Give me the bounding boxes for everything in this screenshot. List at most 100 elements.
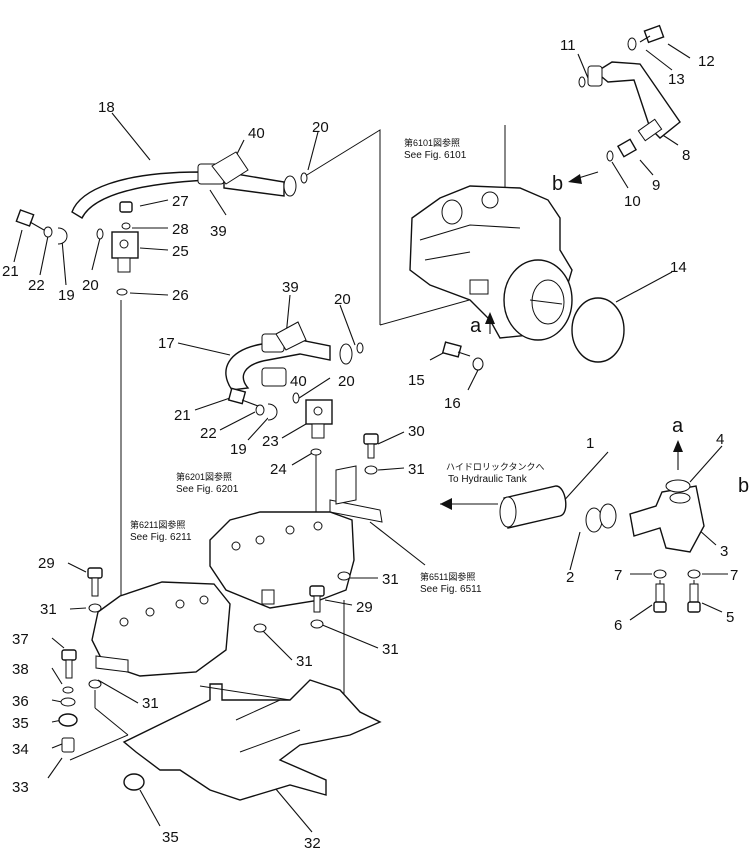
bolt-21-top (15, 209, 45, 231)
callout-4: 4 (716, 431, 724, 448)
callout-32: 32 (304, 835, 321, 850)
callout-31-left: 31 (40, 601, 57, 618)
callout-40-top: 40 (248, 125, 265, 142)
letter-a-pump: a (470, 315, 482, 337)
callout-6: 6 (614, 617, 622, 634)
callout-31-left-low: 31 (142, 695, 159, 712)
o-ring-24 (310, 448, 322, 456)
hose-clamp-2 (585, 503, 617, 533)
callout-20-left: 20 (82, 277, 99, 294)
collar-34 (61, 737, 75, 753)
ref-6211: See Fig. 6211 (130, 532, 192, 543)
bolt-15 (441, 341, 471, 358)
callout-29-left: 29 (38, 555, 55, 572)
callout-25: 25 (172, 243, 189, 260)
callout-7-right: 7 (730, 567, 738, 584)
washer-7-right (687, 569, 701, 579)
callout-10: 10 (624, 193, 641, 210)
label-40-tag (211, 151, 249, 185)
washer-38 (62, 686, 74, 694)
callout-7-left: 7 (614, 567, 622, 584)
callout-8: 8 (682, 147, 690, 164)
o-ring-20-mid (356, 342, 364, 354)
callout-14: 14 (670, 259, 687, 276)
o-ring-20-left (96, 228, 104, 240)
control-valve-6211 (91, 581, 231, 677)
o-ring-26 (116, 288, 128, 296)
callout-16: 16 (444, 395, 461, 412)
callout-31-bracket: 31 (408, 461, 425, 478)
callout-39-top: 39 (210, 223, 227, 240)
letter-b-right: b (738, 475, 749, 497)
callout-1: 1 (586, 435, 594, 452)
o-ring-20-top (300, 172, 308, 184)
o-ring-4 (665, 479, 691, 493)
callout-33: 33 (12, 779, 29, 796)
callout-34: 34 (12, 741, 29, 758)
callout-5: 5 (726, 609, 734, 626)
callout-15: 15 (408, 372, 425, 389)
ref-6101-jp: 第6101図参照 (404, 137, 460, 148)
bolt-29-left (87, 567, 103, 597)
callout-21-mid: 21 (174, 407, 191, 424)
washer-31-left-low (88, 679, 102, 689)
ref-6511: See Fig. 6511 (420, 584, 482, 595)
elbow-9 (616, 138, 638, 158)
callout-3: 3 (720, 543, 728, 560)
callout-17: 17 (158, 335, 175, 352)
callout-24: 24 (270, 461, 287, 478)
callout-18: 18 (98, 99, 115, 116)
tank-label-jp: ハイドロリックタンクへ (446, 462, 544, 472)
washer-31-left (88, 603, 102, 613)
pipe-8 (587, 61, 681, 142)
arrow-b-pump-head (568, 174, 582, 184)
callout-27: 27 (172, 193, 189, 210)
ref-6201: See Fig. 6201 (176, 484, 239, 495)
washer-31-under (253, 623, 267, 633)
callout-29-center: 29 (356, 599, 373, 616)
direction-letters: a a b b (470, 173, 749, 497)
hose-1 (499, 485, 567, 529)
o-ring-20-lower (292, 392, 300, 404)
callout-40-mid: 40 (290, 373, 307, 390)
bolt-5 (687, 583, 701, 613)
callout-20-top: 20 (312, 119, 329, 136)
ref-6201-jp: 第6201図参照 (176, 471, 232, 482)
frame-32 (122, 679, 382, 801)
callout-12: 12 (698, 53, 715, 70)
o-ring-11 (578, 76, 586, 88)
elbow-3 (629, 485, 705, 553)
washer-22-mid (255, 404, 265, 416)
o-ring-14 (571, 297, 625, 363)
clamp-19-mid (267, 403, 278, 421)
bolt-37 (61, 649, 77, 679)
callout-22-top: 22 (28, 277, 45, 294)
letter-a-top: a (672, 415, 684, 437)
ref-6211-jp: 第6211図参照 (130, 519, 185, 530)
arrow-a-pump-head (485, 312, 495, 324)
washer-28 (121, 222, 131, 230)
callout-36: 36 (12, 693, 29, 710)
washer-31-bracket (364, 465, 378, 475)
callout-31-under: 31 (296, 653, 313, 670)
label-40-tag-lower (275, 321, 307, 351)
callout-19-top: 19 (58, 287, 75, 304)
letter-b-pump: b (552, 173, 563, 195)
callout-28: 28 (172, 221, 189, 238)
callout-26: 26 (172, 287, 189, 304)
cushion-35-bottom (123, 773, 145, 791)
callout-13: 13 (668, 71, 685, 88)
ref-6101: See Fig. 6101 (404, 150, 467, 161)
arrow-a-top-head (673, 440, 683, 452)
callout-22-mid: 22 (200, 425, 217, 442)
clamp-19-top (57, 227, 68, 245)
callout-31-center: 31 (382, 571, 399, 588)
ref-6511-jp: 第6511図参照 (420, 571, 475, 582)
callout-35-left: 35 (12, 715, 29, 732)
callout-19-mid: 19 (230, 441, 247, 458)
washer-22-top (43, 226, 53, 238)
leader-lines (13, 43, 728, 833)
callout-numbers: 11 12 13 8 9 10 14 15 16 18 40 20 39 27 … (2, 37, 738, 850)
control-valve-6201 (209, 511, 355, 609)
